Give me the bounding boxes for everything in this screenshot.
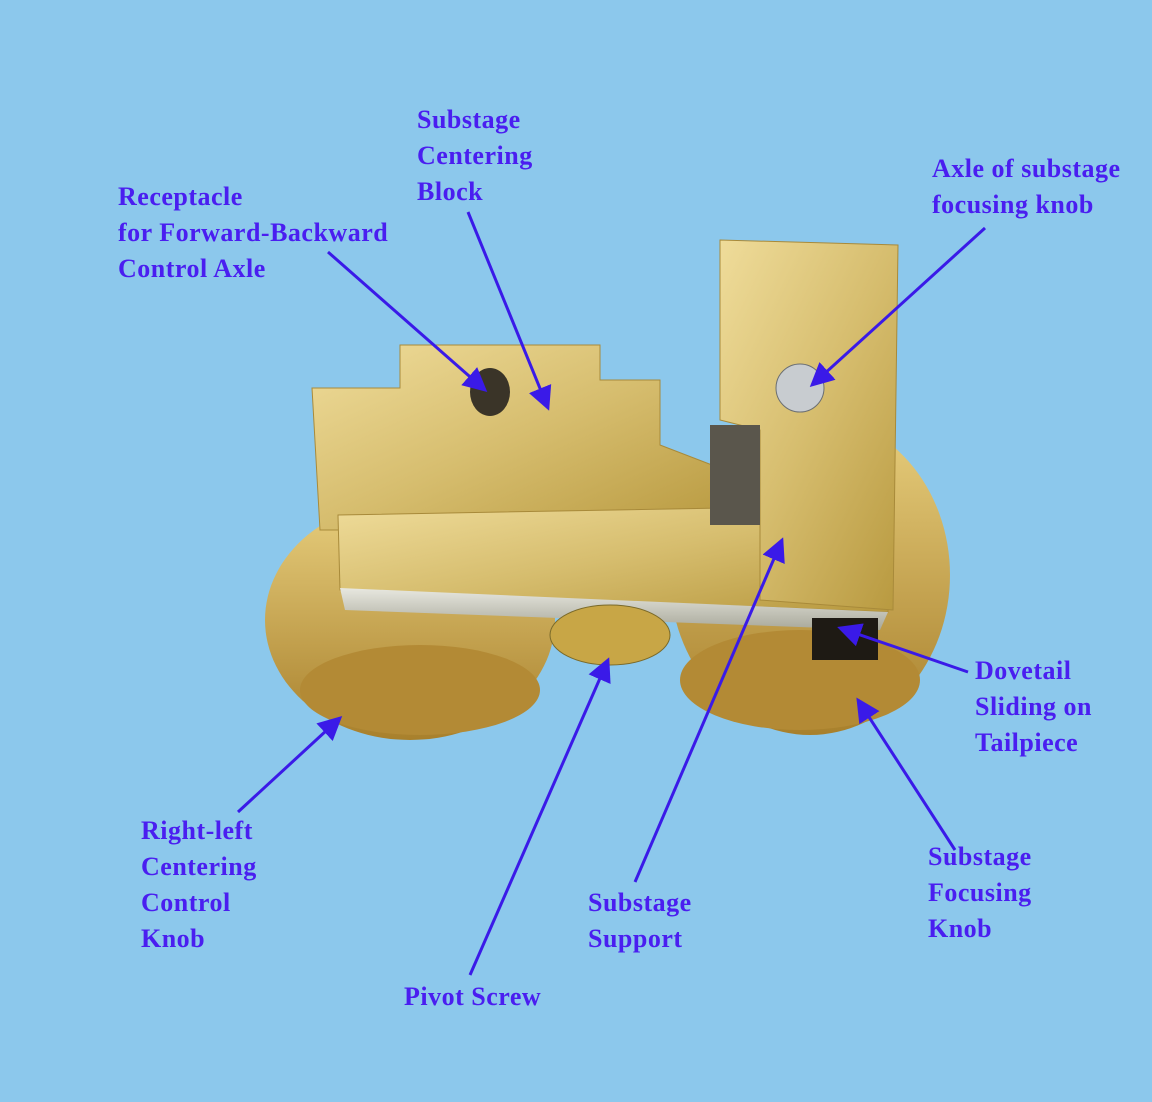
label-line: Centering	[141, 852, 257, 881]
label-line: Substage	[588, 888, 692, 917]
label-support: Substage Support	[588, 885, 692, 957]
axle-ball	[775, 363, 825, 413]
upright-slot	[710, 425, 760, 525]
arrow-right-left-knob	[236, 715, 343, 814]
label-centering-block: Substage Centering Block	[417, 102, 533, 210]
label-line: Control	[141, 888, 231, 917]
label-line: Block	[417, 177, 484, 206]
label-line: Knob	[141, 924, 206, 953]
arrow-dovetail	[837, 623, 969, 674]
label-right-left-knob: Right-left Centering Control Knob	[141, 813, 257, 957]
arrow-pivot-screw	[468, 657, 611, 976]
label-line: Dovetail	[975, 656, 1072, 685]
label-line: Receptacle	[118, 182, 243, 211]
label-line: Axle of substage	[932, 154, 1121, 183]
label-line: Sliding on	[975, 692, 1093, 721]
arrow-focusing-knob	[856, 697, 957, 851]
pivot-screw	[549, 604, 671, 666]
label-line: Centering	[417, 141, 533, 170]
label-line: focusing knob	[932, 190, 1094, 219]
pointer-arrows	[236, 211, 987, 976]
arrow-axle	[809, 226, 987, 388]
support-upright	[719, 239, 899, 611]
label-line: for Forward-Backward	[118, 218, 389, 247]
label-line: Control Axle	[118, 254, 266, 283]
label-line: Support	[588, 924, 683, 953]
label-line: Tailpiece	[975, 728, 1079, 757]
label-line: Focusing	[928, 878, 1032, 907]
label-receptacle: Receptacle for Forward-Backward Control …	[118, 179, 388, 287]
label-axle: Axle of substage focusing knob	[932, 151, 1121, 223]
label-line: Substage	[417, 105, 521, 134]
label-pivot-screw: Pivot Screw	[404, 979, 541, 1015]
arrow-support	[633, 537, 785, 883]
label-line: Right-left	[141, 816, 253, 845]
receptacle-hole	[470, 368, 510, 416]
centering-block	[311, 344, 726, 531]
arrow-centering-block	[466, 211, 552, 411]
label-line: Pivot Screw	[404, 982, 542, 1011]
label-line: Knob	[928, 914, 993, 943]
arrow-receptacle	[327, 250, 488, 392]
label-line: Substage	[928, 842, 1032, 871]
label-dovetail: Dovetail Sliding on Tailpiece	[975, 653, 1092, 761]
label-focusing-knob: Substage Focusing Knob	[928, 839, 1032, 947]
